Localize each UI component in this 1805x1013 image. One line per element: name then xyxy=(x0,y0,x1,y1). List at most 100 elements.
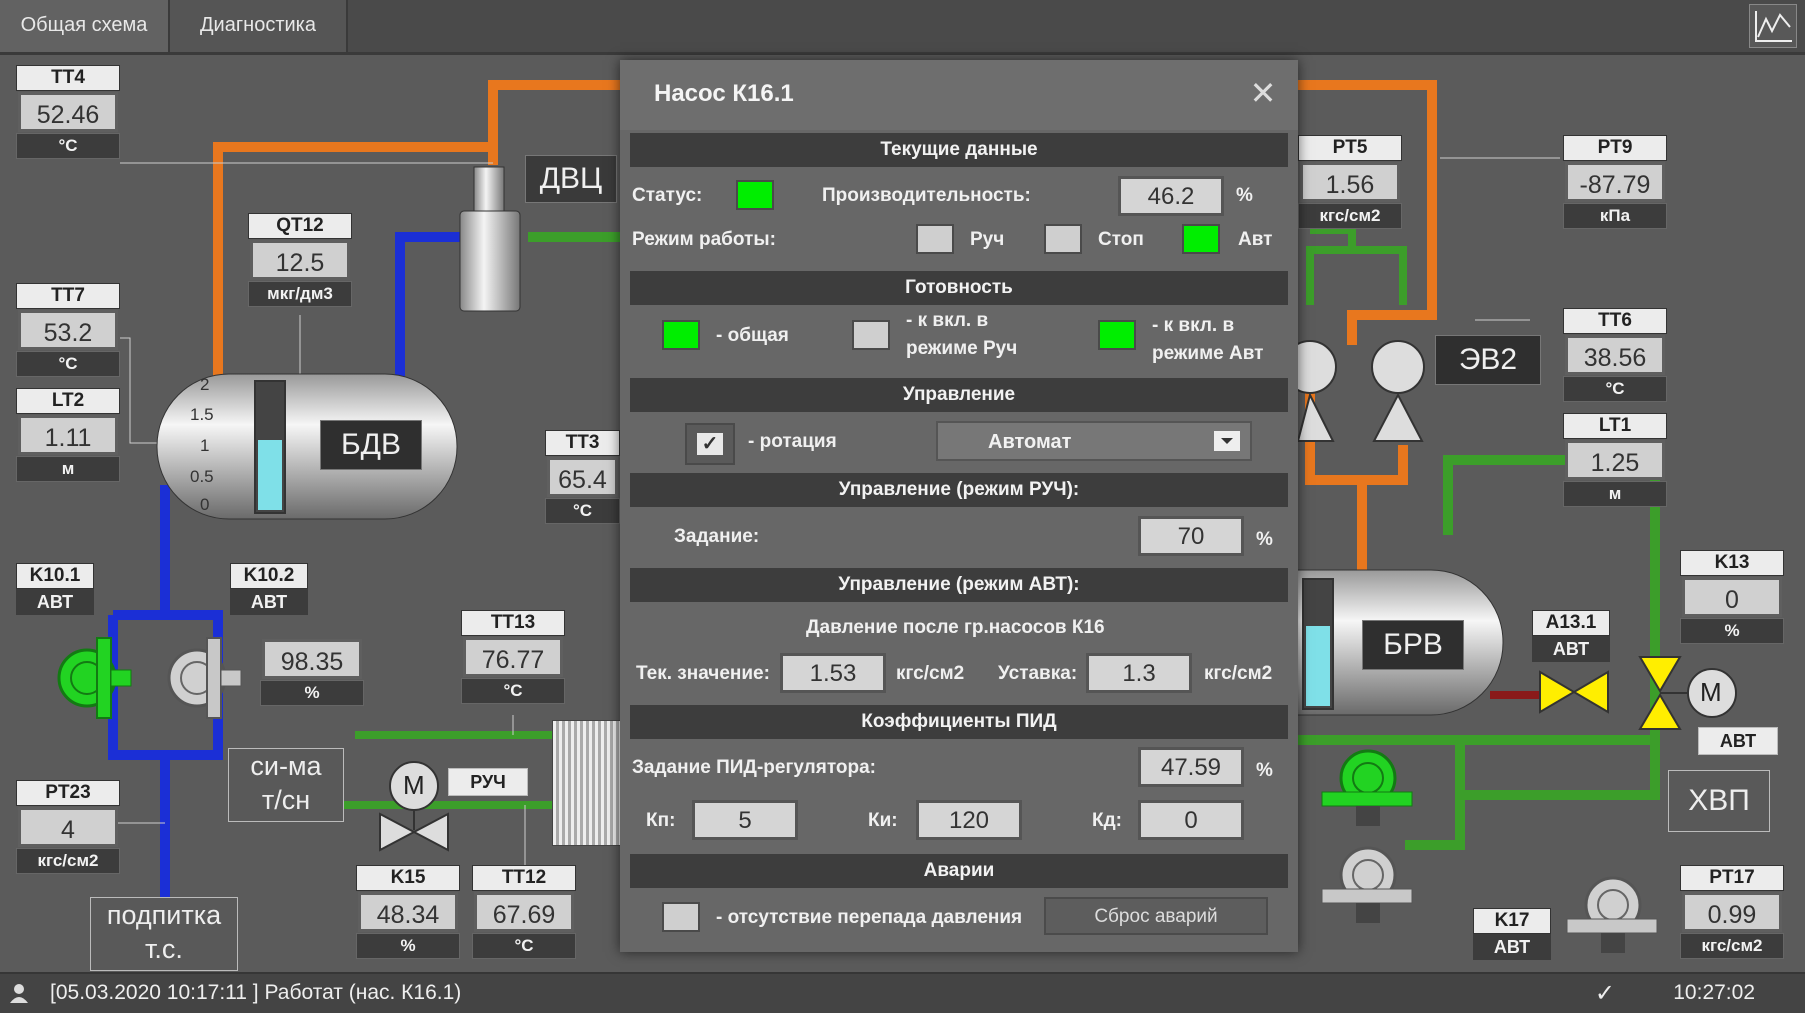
section-manual-control: Управление (режим РУЧ): xyxy=(630,473,1288,507)
control-mode-select[interactable]: Автомат xyxy=(936,421,1252,461)
current-pressure-unit: кгс/см2 xyxy=(896,663,965,684)
valve-k15-motorized[interactable]: M xyxy=(378,758,450,858)
heat-exchanger[interactable] xyxy=(552,720,624,846)
clock: 10:27:02 xyxy=(1673,981,1755,1004)
k15-mode[interactable]: РУЧ xyxy=(448,768,528,796)
ready-auto-label-1: - к вкл. в xyxy=(1152,315,1235,336)
pump-k10-1-running[interactable] xyxy=(55,630,135,725)
sensor-k10-2-output[interactable]: 98.35% xyxy=(260,638,364,706)
kp-label: Кп: xyxy=(646,810,676,831)
reset-alarms-button[interactable]: Сброс аварий xyxy=(1044,897,1268,935)
section-pid: Коэффициенты ПИД xyxy=(630,705,1288,739)
close-icon[interactable]: ✕ xyxy=(1249,75,1277,111)
mode-auto-label: Авт xyxy=(1238,229,1273,250)
ki-input[interactable]: 120 xyxy=(916,800,1022,840)
dvc-deaerator-column[interactable] xyxy=(458,165,522,315)
rotation-label: - ротация xyxy=(748,431,837,452)
sensor-value: 38.56 xyxy=(1565,335,1665,375)
kd-input[interactable]: 0 xyxy=(1138,800,1244,840)
sensor-value: 1.11 xyxy=(18,415,118,455)
tab-general-scheme[interactable]: Общая схема xyxy=(0,0,170,52)
tab-diagnostics[interactable]: Диагностика xyxy=(170,0,348,52)
mode-auto-indicator[interactable] xyxy=(1182,224,1220,254)
status-message: [05.03.2020 10:17:11 ] Работат (нас. К16… xyxy=(50,981,462,1004)
dialog-title: Насос К16.1 xyxy=(654,80,794,107)
sensor-value: 76.77 xyxy=(463,637,563,677)
valve-mode: АВТ xyxy=(16,589,94,615)
pressure-title: Давление после гр.насосов К16 xyxy=(806,617,1105,638)
pressure-setpoint-unit: кгс/см2 xyxy=(1204,663,1273,684)
sensor-unit: кПа xyxy=(1563,203,1667,229)
valve-k13-motorized[interactable]: M xyxy=(1636,655,1746,733)
sensor-name: TT7 xyxy=(16,283,120,309)
section-current-data: Текущие данные xyxy=(630,133,1288,167)
pid-setpoint-value[interactable]: 47.59 xyxy=(1138,747,1244,787)
sensor-name: TT4 xyxy=(16,65,120,91)
sensor-name: TT3 xyxy=(545,430,620,456)
sensor-unit: м xyxy=(16,456,120,482)
mode-manual-indicator[interactable] xyxy=(916,224,954,254)
sensor-unit: мкг/дм3 xyxy=(248,281,352,307)
performance-label: Производительность: xyxy=(822,185,1031,206)
valve-mode: АВТ xyxy=(1473,934,1551,960)
sensor-unit: °C xyxy=(16,133,120,159)
pressure-setpoint-label: Уставка: xyxy=(998,663,1078,684)
sensor-value: 12.5 xyxy=(250,240,350,280)
motor-right-mode[interactable]: АВТ xyxy=(1698,727,1778,755)
sensor-unit: % xyxy=(356,933,460,959)
bdv-level-scale: 2 1.5 1 0.5 0 xyxy=(190,375,214,514)
performance-unit: % xyxy=(1236,185,1253,206)
ready-manual-label-2: режиме Руч xyxy=(906,338,1018,359)
rotation-checkbox[interactable]: ✓ xyxy=(685,423,735,465)
sensor-name: K13 xyxy=(1680,550,1784,576)
pump-k10-2-stopped[interactable] xyxy=(165,630,245,725)
acknowledge-icon[interactable]: ✓ xyxy=(1594,980,1615,1007)
pump-k17-stopped[interactable] xyxy=(1565,875,1660,957)
check-icon: ✓ xyxy=(697,433,723,455)
trend-chart-button[interactable] xyxy=(1749,4,1797,48)
tab-bar: Общая схема Диагностика xyxy=(0,0,1805,55)
sensor-value: 1.25 xyxy=(1565,440,1665,480)
sensor-value: 0.99 xyxy=(1682,892,1782,932)
mode-stop-indicator[interactable] xyxy=(1044,224,1082,254)
valve-name: K10.2 xyxy=(230,563,308,589)
dvc-label: ДВЦ xyxy=(525,155,617,203)
valve-a13-1-body[interactable] xyxy=(1538,668,1610,716)
bdv-tank[interactable] xyxy=(155,372,460,522)
pressure-setpoint-input[interactable]: 1.3 xyxy=(1086,653,1192,693)
user-icon[interactable] xyxy=(8,982,30,1004)
hvp-link[interactable]: ХВП xyxy=(1668,770,1770,832)
setpoint-unit: % xyxy=(1256,529,1273,550)
pid-setpoint-unit: % xyxy=(1256,760,1273,781)
ev2-ejectors[interactable] xyxy=(1283,335,1433,445)
current-value-label: Тек. значение: xyxy=(636,663,770,684)
pump-k16-2-stopped[interactable] xyxy=(1320,845,1415,927)
setpoint-input[interactable]: 70 xyxy=(1138,516,1244,556)
valve-name: A13.1 xyxy=(1532,610,1610,636)
kp-input[interactable]: 5 xyxy=(692,800,798,840)
sensor-unit: °C xyxy=(461,678,565,704)
sensor-unit: кгс/см2 xyxy=(16,848,120,874)
pump-k16-1-running[interactable] xyxy=(1320,748,1415,830)
